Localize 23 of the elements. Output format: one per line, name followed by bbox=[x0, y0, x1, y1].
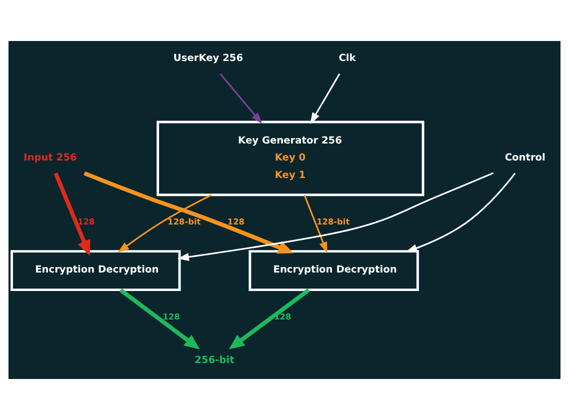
arrow bbox=[406, 172, 516, 252]
edge-label: 128 bbox=[78, 216, 95, 226]
node-box: Key Generator 256 Key 0 Key 1 bbox=[156, 120, 424, 196]
arrow bbox=[84, 171, 294, 254]
edge-label: 128 bbox=[162, 311, 180, 322]
edge-label: 128-bit bbox=[316, 216, 350, 226]
edge-label: 128 bbox=[227, 216, 244, 226]
node-text: 256-bit bbox=[194, 355, 234, 366]
arrow bbox=[54, 172, 90, 256]
arrow bbox=[304, 194, 328, 254]
node-text: Control bbox=[504, 152, 546, 164]
arrow bbox=[220, 73, 262, 124]
arrow bbox=[229, 288, 310, 350]
arrow bbox=[118, 194, 212, 253]
arrow bbox=[119, 288, 200, 350]
arrow bbox=[310, 73, 340, 124]
node-text: Input 256 bbox=[24, 152, 77, 164]
edge-label: 128-bit bbox=[168, 216, 201, 226]
node-text: UserKey 256 bbox=[173, 53, 244, 64]
arrow bbox=[177, 172, 494, 261]
node-box: Encryption Decryption bbox=[248, 250, 419, 292]
node-box: Encryption Decryption bbox=[10, 250, 181, 292]
node-text: Clk bbox=[338, 53, 356, 64]
